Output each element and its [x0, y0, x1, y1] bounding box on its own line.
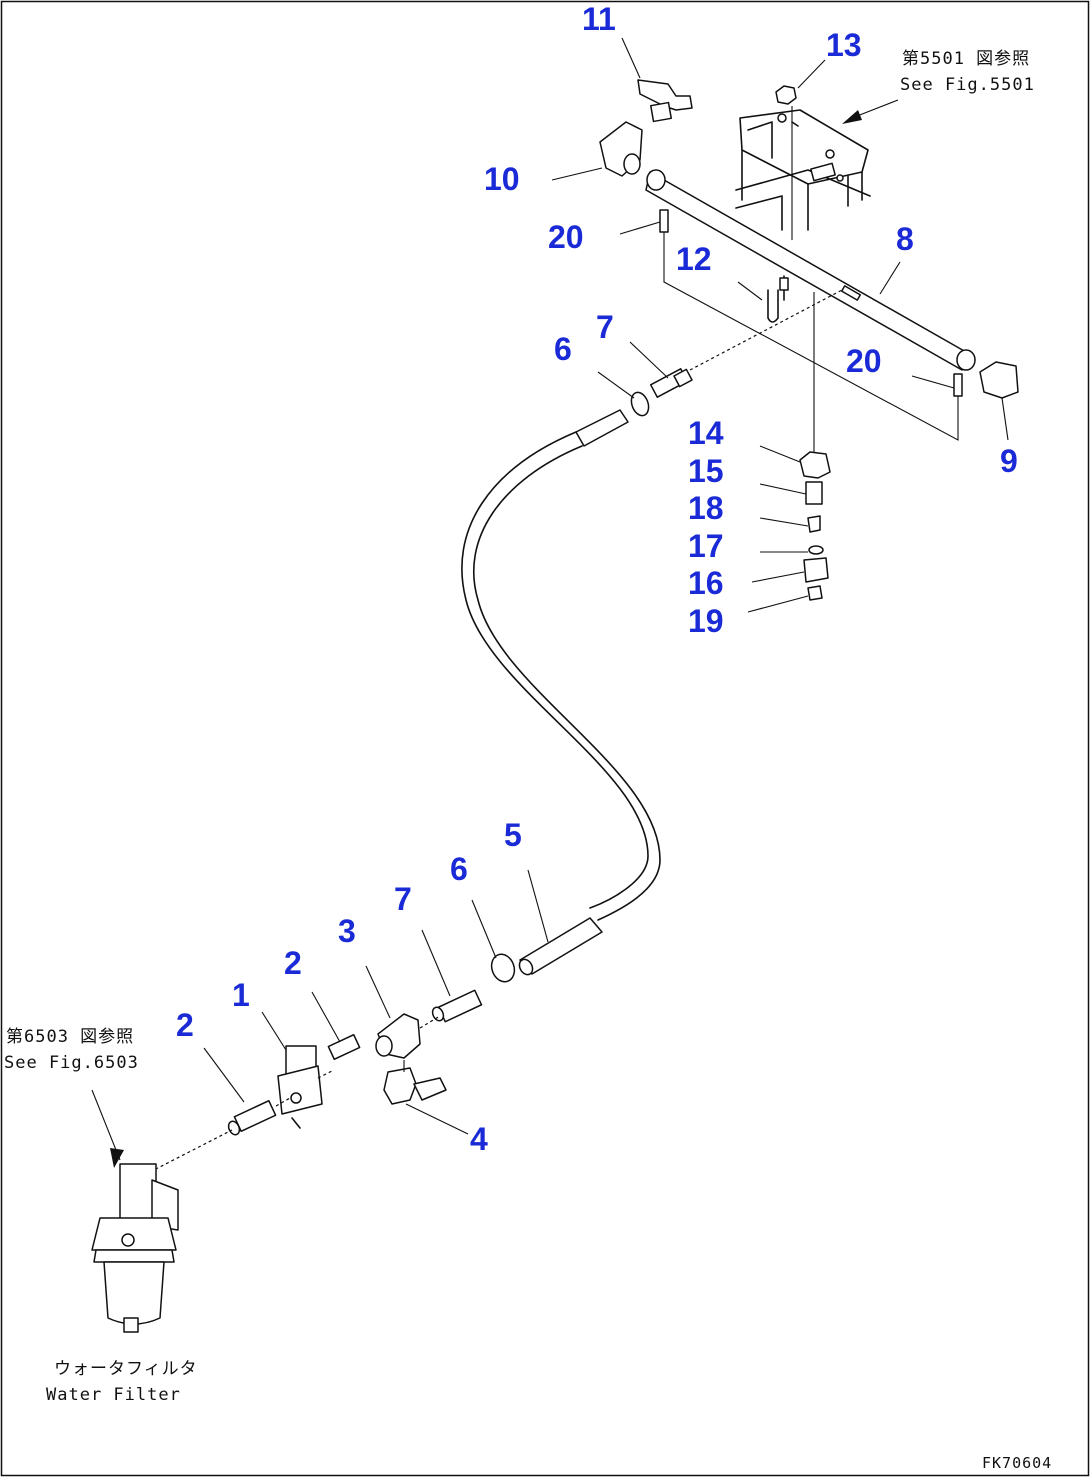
part-10-elbow: [551, 121, 643, 181]
part-6-lower-clamp: [471, 899, 516, 983]
callout-16: 16: [688, 565, 724, 601]
callout-3: 3: [338, 913, 356, 949]
callout-6-a: 6: [554, 331, 572, 367]
ref-arrow-upper: [842, 99, 899, 124]
part-5-hose: [461, 409, 661, 976]
part-7-lower-fitting: [421, 929, 483, 1023]
callout-9: 9: [1000, 443, 1018, 479]
part-20-tag-a: [619, 209, 959, 441]
ref-note-5501-jp: 第5501 図参照: [902, 49, 1030, 69]
ref-note-6503-en: See Fig.6503: [4, 1053, 139, 1073]
part-15-fitting: [759, 481, 823, 505]
callout-4: 4: [470, 1121, 488, 1157]
callout-2-a: 2: [176, 1007, 194, 1043]
ref-note-6503-jp: 第6503 図参照: [6, 1027, 134, 1047]
part-17-spring: [760, 545, 824, 555]
part-2-nipple-b: [311, 991, 361, 1061]
callout-20-b: 20: [846, 343, 882, 379]
part-3-elbow: [365, 965, 421, 1059]
callout-15: 15: [688, 453, 724, 489]
callout-2-b: 2: [284, 945, 302, 981]
callout-18: 18: [688, 490, 724, 526]
part-4-cock: [383, 1060, 469, 1135]
part-2-nipple-a: [203, 1047, 277, 1136]
part-6-upper-clamp: [597, 371, 650, 417]
part-18-element: [759, 515, 821, 533]
part-8-pipe: [645, 169, 976, 371]
callout-7-b: 7: [394, 881, 412, 917]
callout-8: 8: [896, 221, 914, 257]
callout-6-b: 6: [450, 851, 468, 887]
part-19-plug: [747, 585, 823, 613]
callout-14: 14: [688, 415, 724, 451]
part-14-nut: [759, 292, 831, 479]
upper-bracket: [735, 109, 871, 231]
callout-12: 12: [676, 241, 712, 277]
callout-17: 17: [688, 528, 724, 564]
part-7-upper-fitting: [629, 289, 843, 398]
callout-13: 13: [826, 27, 862, 63]
callout-1: 1: [232, 977, 250, 1013]
water-filter-label-jp: ウォータフィルタ: [54, 1359, 198, 1379]
callout-5: 5: [504, 817, 522, 853]
part-20-tag-b: [911, 373, 963, 397]
part-12-clip: [737, 275, 789, 323]
part-11-cock: [621, 37, 693, 123]
callout-11: 11: [582, 1, 616, 37]
callout-20-a: 20: [548, 219, 584, 255]
part-1-valve: [261, 1011, 323, 1129]
ref-note-5501-en: See Fig.5501: [900, 75, 1035, 95]
water-filter: [91, 1089, 179, 1333]
water-filter-label-en: Water Filter: [46, 1385, 181, 1405]
callout-7-a: 7: [596, 309, 614, 345]
callout-10: 10: [484, 161, 520, 197]
figure-code: FK70604: [982, 1454, 1052, 1472]
part-13-nut: [775, 59, 826, 105]
part-9-cap: [979, 361, 1019, 441]
part-16-body: [751, 557, 829, 583]
callout-19: 19: [688, 603, 724, 639]
